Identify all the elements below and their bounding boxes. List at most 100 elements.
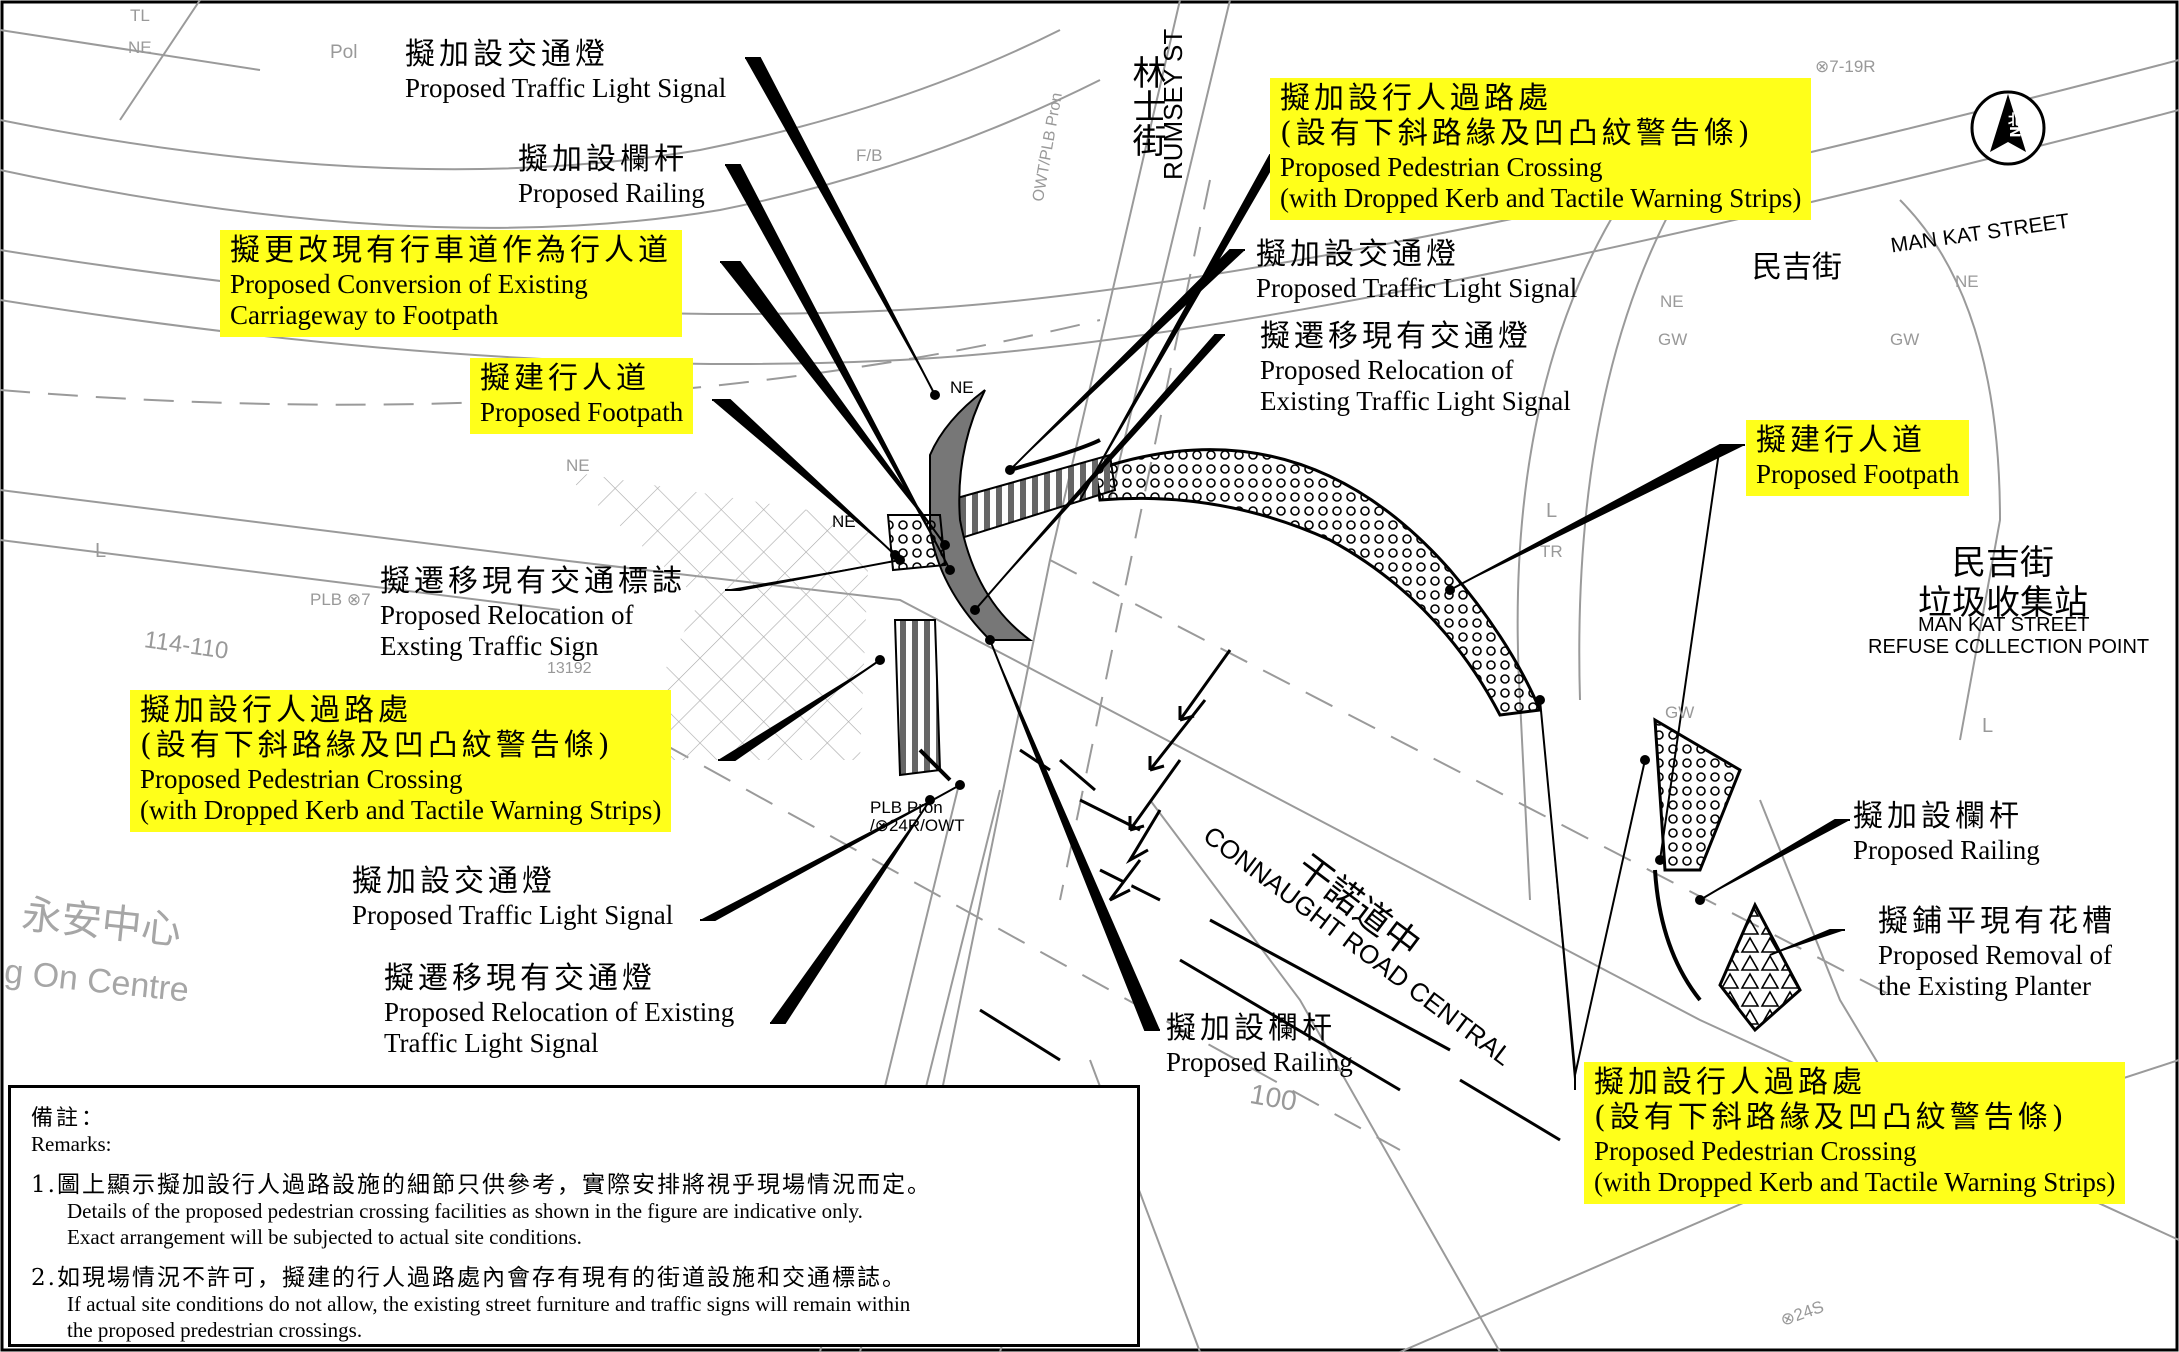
existing-planter xyxy=(1718,901,1802,1033)
mark-ne-1: NE xyxy=(128,38,152,57)
label-en: Proposed Traffic Light Signal xyxy=(1256,272,1578,303)
label-zh: 擬遷移現有交通燈 xyxy=(384,961,656,996)
label-remove-planter: 擬鋪平現有花槽 Proposed Removal of the Existing… xyxy=(1878,904,2116,1002)
label-zh-2: (設有下斜路緣及凹凸紋警告條) xyxy=(1594,1099,2068,1135)
label-conversion-to-footpath: 擬更改現有行車道作為行人道 Proposed Conversion of Exi… xyxy=(220,230,682,338)
remark-1-zh: 1.圖上顯示擬加設行人過路設施的細節只供參考，實際安排將視乎現場情況而定。 xyxy=(31,1172,932,1198)
proposed-footpath-right xyxy=(1653,717,1742,872)
remark-2-zh: 2.如現場情況不許可，擬建的行人過路處內會存有現有的街道設施和交通標誌。 xyxy=(31,1265,907,1292)
proposed-railings xyxy=(918,438,1702,1002)
label-en-1: Proposed Relocation of xyxy=(1260,354,1514,385)
label-en: Proposed Footpath xyxy=(480,396,684,427)
refuse-point-label-en2: REFUSE COLLECTION POINT xyxy=(1868,636,2150,658)
label-zh: 擬鋪平現有花槽 xyxy=(1878,904,2116,939)
mark-719r: ⊗7-19R xyxy=(1815,57,1876,76)
remarks-title-zh: 備註： xyxy=(31,1106,107,1131)
label-zh: 擬遷移現有交通標誌 xyxy=(380,564,686,599)
label-zh-1: 擬加設行人過路處 xyxy=(1594,1065,1866,1100)
label-en-2: the Existing Planter xyxy=(1878,971,2091,1002)
label-proposed-traffic-light-mid: 擬加設交通燈 Proposed Traffic Light Signal xyxy=(1256,237,1578,304)
mark-gw-2: GW xyxy=(1890,330,1920,349)
label-zh-1: 擬加設行人過路處 xyxy=(1280,81,1552,116)
connaught-road-lines xyxy=(979,748,1561,1142)
label-zh: 擬建行人道 xyxy=(480,361,650,396)
proposed-crossing-top xyxy=(948,453,1117,542)
label-relocate-traffic-light-mid: 擬遷移現有交通燈 Proposed Relocation of Existing… xyxy=(1260,319,1571,417)
mark-l-2: L xyxy=(1546,500,1558,522)
mark-plb-1: PLB ⊗7 xyxy=(310,590,371,609)
remarks-title-en: Remarks: xyxy=(31,1132,112,1156)
refuse-point-label-zh2: 垃圾收集站 xyxy=(1918,583,2088,623)
rumsey-street-label-zh: 林士街 xyxy=(1126,55,1166,157)
label-relocate-traffic-sign: 擬遷移現有交通標誌 Proposed Relocation of Exsting… xyxy=(380,564,686,662)
label-en-1: Proposed Pedestrian Crossing xyxy=(140,763,463,794)
label-en-2: (with Dropped Kerb and Tactile Warning S… xyxy=(140,794,662,825)
label-en: Proposed Railing xyxy=(1853,834,2040,865)
mark-ne-3: NE xyxy=(832,512,856,531)
north-arrow-icon: 北N xyxy=(1968,88,2048,173)
label-zh: 擬加設欄杆 xyxy=(518,142,688,177)
label-en-2: Exsting Traffic Sign xyxy=(380,631,599,662)
label-en: Proposed Traffic Light Signal xyxy=(352,899,674,930)
label-zh: 擬加設欄杆 xyxy=(1853,799,2023,834)
label-zh-1: 擬加設行人過路處 xyxy=(140,693,412,728)
label-proposed-crossing-left: 擬加設行人過路處 (設有下斜路緣及凹凸紋警告條) Proposed Pedest… xyxy=(130,690,672,833)
mark-fb: F/B xyxy=(856,146,883,165)
rumsey-street-label-en: RUMSEY ST xyxy=(1158,28,1188,180)
traffic-arrows xyxy=(1108,649,1232,902)
label-proposed-crossing-right: 擬加設行人過路處 (設有下斜路緣及凹凸紋警告條) Proposed Pedest… xyxy=(1584,1062,2126,1205)
mark-l-3: L xyxy=(1982,715,1994,737)
label-en: Proposed Railing xyxy=(1166,1046,1353,1077)
man-kat-street-label-zh: 民吉街 xyxy=(1752,250,1842,285)
mark-ne-4: NE xyxy=(950,378,974,397)
label-proposed-railing-right: 擬加設欄杆 Proposed Railing xyxy=(1853,799,2040,866)
label-proposed-crossing-top: 擬加設行人過路處 (設有下斜路緣及凹凸紋警告條) Proposed Pedest… xyxy=(1270,78,1812,221)
label-en: Proposed Footpath xyxy=(1756,458,1960,489)
converted-carriageway xyxy=(929,389,1034,641)
label-en-1: Proposed Removal of xyxy=(1878,939,2112,970)
remarks-box: 備註： Remarks: 1.圖上顯示擬加設行人過路設施的細節只供參考，實際安排… xyxy=(8,1085,1140,1347)
mark-gw-3: GW xyxy=(1665,703,1695,722)
refuse-point-label-zh1: 民吉街 xyxy=(1952,543,2054,583)
label-en: Proposed Railing xyxy=(518,177,705,208)
remark-2-en-2: the proposed predestrian crossings. xyxy=(67,1317,363,1342)
label-zh: 擬加設交通燈 xyxy=(1256,237,1460,272)
label-proposed-railing-top: 擬加設欄杆 Proposed Railing xyxy=(518,142,705,209)
mark-gw-1: GW xyxy=(1658,330,1688,349)
remark-1-en-1: Details of the proposed pedestrian cross… xyxy=(67,1199,863,1223)
label-proposed-footpath-left: 擬建行人道 Proposed Footpath xyxy=(470,358,694,435)
label-proposed-traffic-light-left: 擬加設交通燈 Proposed Traffic Light Signal xyxy=(352,864,674,931)
mark-ne-2: NE xyxy=(566,456,590,475)
label-zh: 擬更改現有行車道作為行人道 xyxy=(230,233,672,268)
refuse-point-label-en1: MAN KAT STREET xyxy=(1918,614,2090,636)
mark-ne-6: NE xyxy=(1955,272,1979,291)
label-relocate-traffic-light-left: 擬遷移現有交通燈 Proposed Relocation of Existing… xyxy=(384,961,735,1059)
label-en-2: (with Dropped Kerb and Tactile Warning S… xyxy=(1594,1166,2116,1197)
label-proposed-traffic-light-top: 擬加設交通燈 Proposed Traffic Light Signal xyxy=(405,37,727,104)
label-en-2: Carriageway to Footpath xyxy=(230,300,499,331)
mark-pol: Pol xyxy=(330,42,358,63)
proposed-crossing-left xyxy=(893,619,942,777)
mark-13192: 13192 xyxy=(547,660,592,677)
north-arrow-label: 北N xyxy=(2006,112,2022,138)
label-zh-2: (設有下斜路緣及凹凸紋警告條) xyxy=(140,727,614,763)
label-proposed-footpath-right: 擬建行人道 Proposed Footpath xyxy=(1746,420,1970,497)
label-en-1: Proposed Pedestrian Crossing xyxy=(1594,1135,1917,1166)
mark-ne-5: NE xyxy=(1660,292,1684,311)
remark-1-en-2: Exact arrangement will be subjected to a… xyxy=(67,1224,582,1249)
label-zh: 擬加設交通燈 xyxy=(352,864,556,899)
label-en-1: Proposed Conversion of Existing xyxy=(230,268,588,299)
label-en-1: Proposed Relocation of xyxy=(380,599,634,630)
mark-plb-2: PLB Pron xyxy=(870,798,943,817)
mark-l-1: L xyxy=(95,540,107,562)
label-zh: 擬加設欄杆 xyxy=(1166,1011,1336,1046)
mark-plb-3: /⊗24R/OWT xyxy=(870,816,965,835)
proposed-footpath-crescent xyxy=(1093,448,1543,717)
label-en: Proposed Traffic Light Signal xyxy=(405,72,727,103)
mark-tl: TL xyxy=(130,6,150,25)
label-zh-2: (設有下斜路緣及凹凸紋警告條) xyxy=(1280,115,1754,151)
label-zh: 擬加設交通燈 xyxy=(405,37,609,72)
label-en-1: Proposed Relocation of Existing xyxy=(384,996,735,1027)
hatched-area xyxy=(560,470,870,760)
label-zh: 擬遷移現有交通燈 xyxy=(1260,319,1532,354)
